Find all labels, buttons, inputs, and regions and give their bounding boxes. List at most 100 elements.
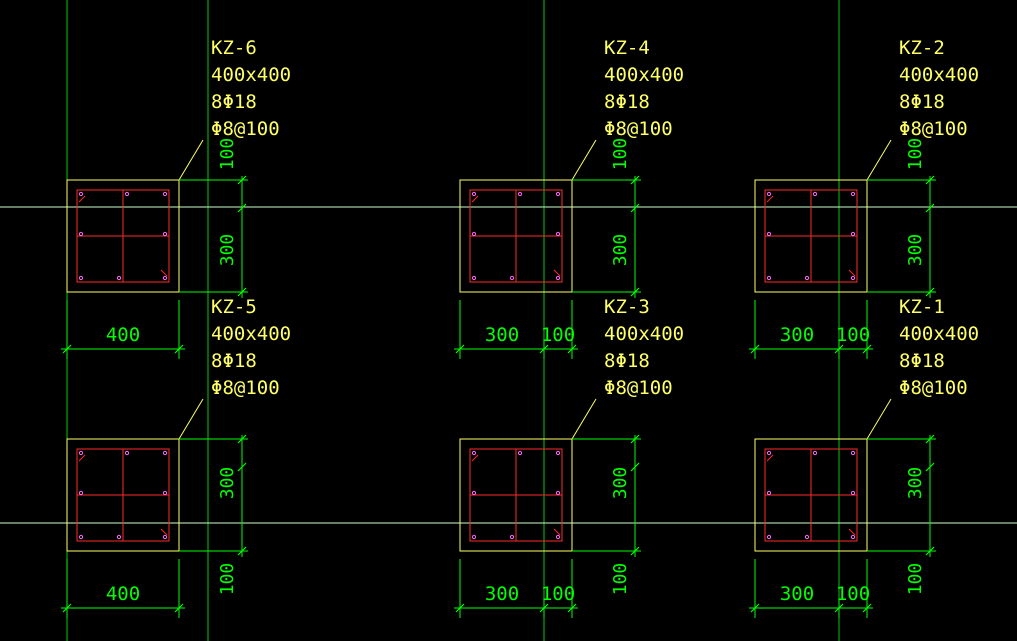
dimension-text-bottom-1: 300	[780, 583, 814, 605]
rebar-bar	[850, 534, 856, 540]
column-rebar-label: 8Φ18	[899, 91, 945, 113]
dimension-tick	[630, 434, 640, 444]
dimension-tick	[455, 603, 465, 613]
rebar-bar	[116, 275, 122, 281]
column-stirrup-label: Φ8@100	[899, 118, 968, 140]
stirrup-hook	[78, 454, 86, 462]
stirrup-hook	[471, 454, 479, 462]
column-layer: KZ-6400x4008Φ18Φ8@100400100300KZ-4400x40…	[61, 37, 979, 618]
dimension-text-bottom-2: 100	[836, 324, 870, 346]
stirrup-hook	[766, 454, 774, 462]
rebar-bar	[509, 534, 515, 540]
label-leader-line	[178, 398, 204, 440]
dimension-tick	[750, 603, 760, 613]
rebar-bar	[812, 191, 818, 197]
rebar-bar	[471, 534, 477, 540]
column-name-label: KZ-1	[899, 296, 945, 318]
column-size-label: 400x400	[211, 323, 291, 345]
dimension-text-bottom-1: 300	[780, 324, 814, 346]
column-rebar-label: 8Φ18	[211, 350, 257, 372]
rebar-bar	[555, 231, 561, 237]
label-leader-line	[866, 139, 892, 181]
dimension-tick	[237, 203, 247, 213]
rebar-bar	[804, 534, 810, 540]
stirrup-hook	[471, 195, 479, 203]
stirrup-hook	[160, 528, 168, 536]
rebar-bar	[471, 275, 477, 281]
stirrup-hook	[160, 269, 168, 277]
label-leader-line	[571, 139, 597, 181]
rebar-bar	[850, 490, 856, 496]
dimension-tick	[925, 434, 935, 444]
stirrup-hook	[553, 269, 561, 277]
column-name-label: KZ-5	[211, 296, 257, 318]
label-leader-line	[178, 139, 204, 181]
dimension-tick	[630, 175, 640, 185]
column-size-label: 400x400	[604, 64, 684, 86]
dimension-text-bottom-2: 100	[541, 324, 575, 346]
dimension-tick	[237, 175, 247, 185]
rebar-bar	[162, 450, 168, 456]
column-rebar-label: 8Φ18	[899, 350, 945, 372]
rebar-bar	[124, 450, 130, 456]
dimension-tick	[750, 344, 760, 354]
rebar-bar	[766, 275, 772, 281]
rebar-bar	[766, 534, 772, 540]
dimension-tick	[630, 546, 640, 556]
label-leader-line	[866, 398, 892, 440]
dimension-text-right-upper: 300	[610, 467, 631, 500]
rebar-bar	[766, 490, 772, 496]
dimension-text-right-upper: 300	[217, 467, 238, 500]
dimension-text-right-lower: 100	[610, 563, 631, 596]
rebar-bar	[555, 275, 561, 281]
rebar-bar	[509, 275, 515, 281]
rebar-bar	[850, 231, 856, 237]
column-stirrup-label: Φ8@100	[211, 118, 280, 140]
rebar-bar	[555, 191, 561, 197]
dimension-tick	[925, 287, 935, 297]
rebar-bar	[78, 490, 84, 496]
dimension-tick	[630, 287, 640, 297]
rebar-bar	[78, 275, 84, 281]
rebar-bar	[517, 450, 523, 456]
dimension-text-bottom-1: 300	[485, 583, 519, 605]
dimension-tick	[237, 287, 247, 297]
column-outline	[66, 438, 180, 552]
rebar-bar	[471, 490, 477, 496]
rebar-bar	[555, 450, 561, 456]
column-outline	[66, 179, 180, 293]
rebar-bar	[471, 191, 477, 197]
rebar-bar	[471, 450, 477, 456]
dimension-tick	[925, 546, 935, 556]
column-size-label: 400x400	[899, 64, 979, 86]
rebar-bar	[850, 191, 856, 197]
rebar-bar	[555, 490, 561, 496]
rebar-bar	[162, 191, 168, 197]
dimension-text-right-upper: 100	[905, 138, 926, 171]
column-name-label: KZ-3	[604, 296, 650, 318]
dimension-tick	[237, 434, 247, 444]
dimension-tick	[862, 344, 872, 354]
column-name-label: KZ-2	[899, 37, 945, 59]
dimension-text-right-lower: 300	[905, 234, 926, 267]
rebar-bar	[766, 191, 772, 197]
rebar-bar	[78, 191, 84, 197]
rebar-bar	[162, 231, 168, 237]
column-rebar-label: 8Φ18	[604, 91, 650, 113]
label-leader-line	[571, 398, 597, 440]
dimension-text-right-upper: 300	[905, 467, 926, 500]
stirrup-hook	[553, 528, 561, 536]
rebar-bar	[162, 534, 168, 540]
rebar-bar	[517, 191, 523, 197]
dimension-tick	[630, 203, 640, 213]
column-outline	[459, 438, 573, 552]
rebar-bar	[471, 231, 477, 237]
dimension-text-bottom: 400	[106, 324, 140, 346]
dimension-tick	[862, 603, 872, 613]
column-name-label: KZ-4	[604, 37, 650, 59]
rebar-bar	[555, 534, 561, 540]
dimension-text-right-lower: 100	[217, 563, 238, 596]
dimension-tick	[174, 603, 184, 613]
